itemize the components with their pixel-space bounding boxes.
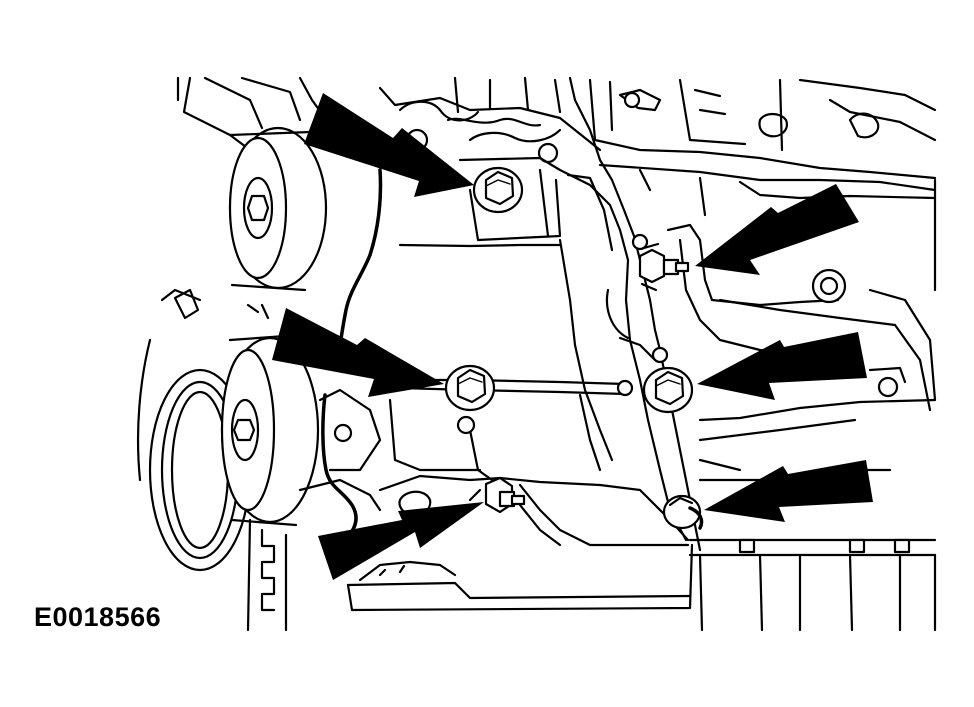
upper-right-stud xyxy=(638,242,690,292)
upper-idler-pulley xyxy=(228,126,328,292)
lower-mount xyxy=(298,388,690,547)
engine-block-outline xyxy=(176,76,937,632)
lower-left-stud xyxy=(468,476,526,514)
oil-pan-rail xyxy=(346,543,694,612)
lower-pulley-stack xyxy=(136,288,320,572)
figure-id-label: E0018566 xyxy=(34,602,162,632)
arrow-upper-right-stud xyxy=(695,184,859,275)
lower-right-bolt xyxy=(662,494,704,530)
crank-sprocket xyxy=(246,518,288,632)
arrow-lower-right-bolt xyxy=(704,460,873,522)
arrow-middle-left-bolt xyxy=(272,308,444,397)
dipstick-tube xyxy=(321,76,702,552)
middle-right-bolt xyxy=(642,366,694,414)
arrow-middle-right-bolt xyxy=(697,332,867,400)
upper-left-bolt xyxy=(472,166,524,214)
arrow-lower-left-stud xyxy=(318,502,484,580)
middle-left-bolt xyxy=(444,364,496,412)
upper-cover-detail xyxy=(398,88,880,164)
arrow-upper-left-bolt xyxy=(304,93,474,197)
